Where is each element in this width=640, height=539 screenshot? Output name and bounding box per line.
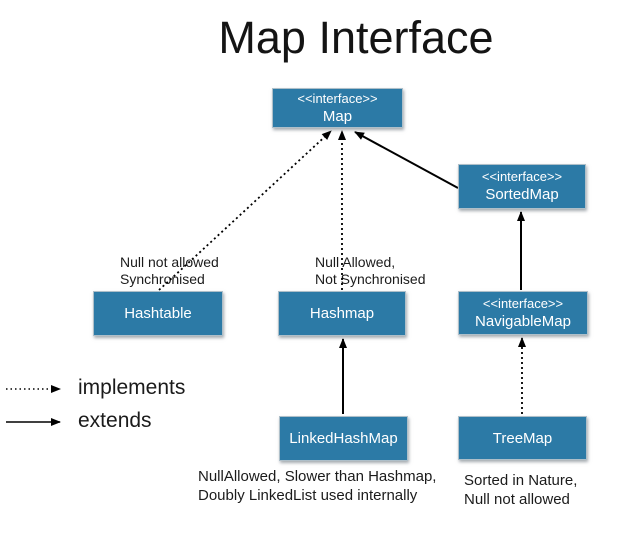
node-hashmap-name: Hashmap (309, 305, 375, 322)
node-hashtable-name: Hashtable (124, 305, 192, 322)
note-linkedhashmap-line2: Doubly LinkedList used internally (198, 487, 418, 504)
note-treemap-line2: Null not allowed (464, 491, 570, 508)
node-hashtable: Hashtable (93, 291, 223, 336)
node-linkedhashmap: LinkedHashMap (279, 416, 408, 461)
node-navigablemap-interface: <<interface>> NavigableMap (458, 291, 588, 335)
note-hashtable: Null not allowed Synchronised (120, 254, 219, 288)
note-treemap: Sorted in Nature, Null not allowed (464, 471, 577, 509)
note-hashmap-line1: Null Allowed, (315, 254, 396, 270)
note-hashmap: Null Allowed, Not Synchronised (315, 254, 426, 288)
legend-extends-label: extends (78, 409, 152, 432)
node-navigablemap-name: NavigableMap (475, 312, 571, 330)
legend-implements-label: implements (78, 376, 186, 399)
node-treemap-name: TreeMap (492, 429, 553, 447)
note-hashmap-line2: Not Synchronised (315, 271, 426, 287)
note-hashtable-line2: Synchronised (120, 271, 205, 287)
node-map-interface: <<interface>> Map (272, 88, 403, 128)
page-title: Map Interface (218, 12, 494, 63)
node-sortedmap-interface: <<interface>> SortedMap (458, 164, 586, 209)
node-sortedmap-stereotype: <<interface>> (481, 169, 563, 184)
node-hashmap: Hashmap (278, 291, 406, 336)
node-linkedhashmap-name: LinkedHashMap (289, 430, 398, 447)
node-navigablemap-stereotype: <<interface>> (482, 295, 564, 311)
node-map-name: Map (322, 107, 353, 125)
node-sortedmap-name: SortedMap (485, 186, 559, 203)
note-linkedhashmap-line1: NullAllowed, Slower than Hashmap, (198, 468, 437, 485)
node-treemap: TreeMap (458, 416, 587, 460)
note-hashtable-line1: Null not allowed (120, 254, 219, 270)
note-treemap-line1: Sorted in Nature, (464, 472, 578, 489)
node-map-stereotype: <<interface>> (297, 90, 378, 106)
edge-sortedmap-extends-map (354, 131, 459, 189)
note-linkedhashmap: NullAllowed, Slower than Hashmap, Doubly… (198, 467, 436, 505)
